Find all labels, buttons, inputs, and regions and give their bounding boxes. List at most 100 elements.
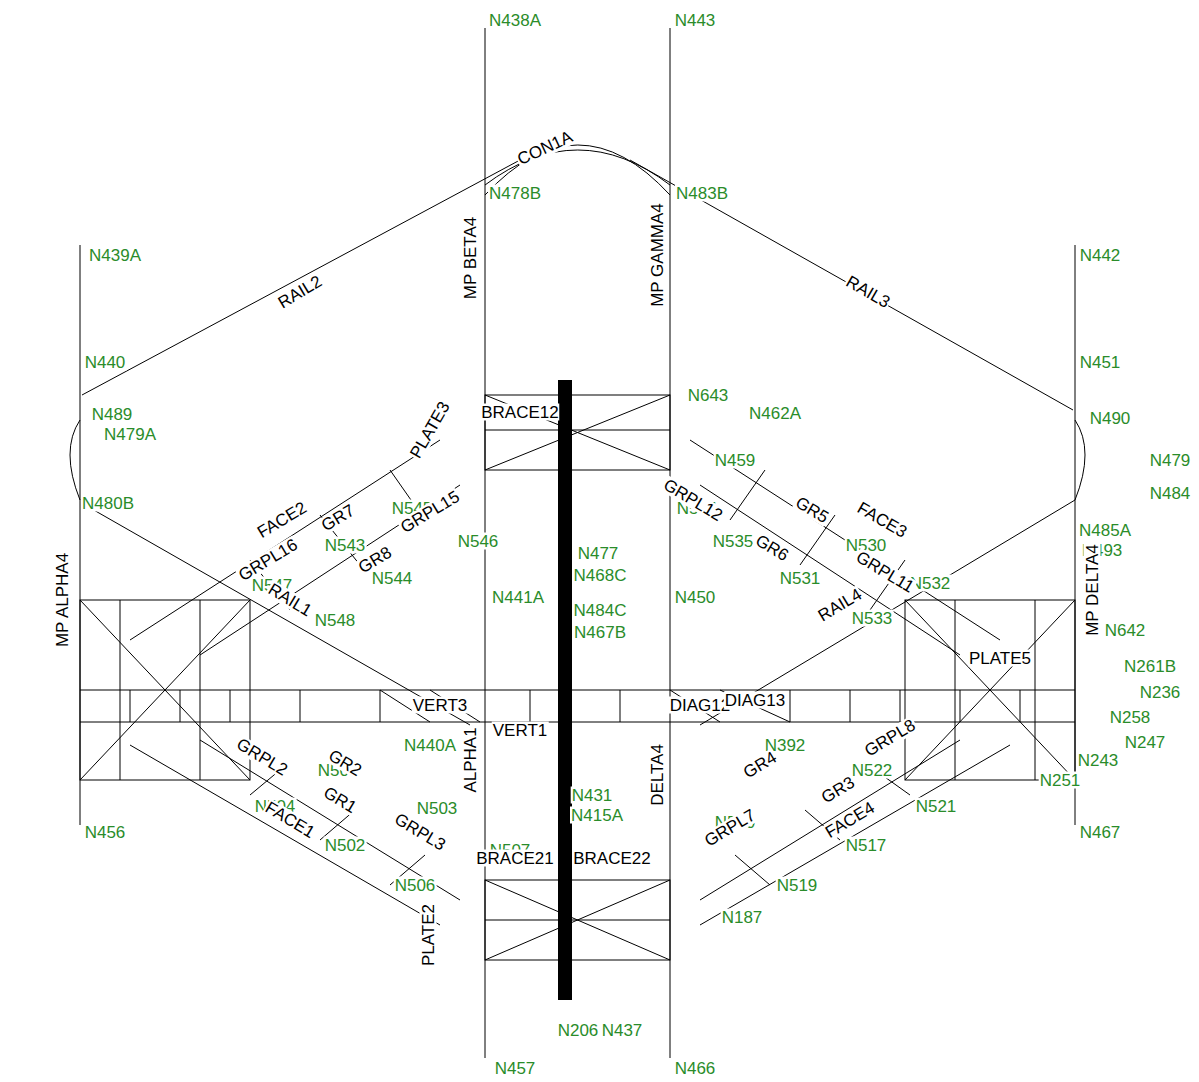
node-label: N502: [324, 837, 367, 854]
structural-member: [700, 500, 1075, 725]
node-label: N468C: [573, 567, 628, 584]
node-label: N478B: [488, 185, 542, 202]
structural-member: [730, 470, 765, 520]
structural-member: [850, 690, 851, 722]
node-label: N451: [1079, 354, 1122, 371]
node-label: N544: [371, 570, 414, 587]
frame-member: [80, 600, 250, 780]
node-label: N480B: [81, 495, 135, 512]
member-label: FACE2: [254, 498, 311, 541]
member-label: PLATE5: [968, 650, 1032, 667]
node-label: N485A: [1078, 522, 1132, 539]
member-label: PLATE3: [407, 398, 454, 462]
member-label: ALPHA1: [462, 726, 479, 793]
frame-member: [485, 880, 670, 960]
structural-member: [130, 690, 131, 722]
member-label: CON1A: [514, 127, 576, 168]
structural-member: [300, 690, 301, 722]
node-label: N533: [851, 610, 894, 627]
member-label: BRACE22: [572, 850, 651, 867]
structural-member: [70, 28, 1085, 1058]
structural-member: [700, 485, 960, 655]
structural-member: [790, 690, 791, 722]
structural-member: [80, 600, 250, 780]
node-label: N642: [1104, 622, 1147, 639]
member-label: GRPL2: [233, 735, 291, 779]
structural-member: [900, 690, 901, 722]
structural-member: [630, 160, 1073, 410]
node-label: N467B: [573, 624, 627, 641]
member-label: BRACE21: [475, 850, 554, 867]
structural-member: [380, 690, 381, 722]
node-label: N503: [416, 800, 459, 817]
node-label: N187: [721, 909, 764, 926]
node-label: N489: [91, 406, 134, 423]
structural-member: [700, 740, 960, 900]
node-label: N439A: [88, 247, 142, 264]
structural-member: [700, 745, 1010, 925]
node-label: N206: [557, 1022, 600, 1039]
node-label: N459: [714, 452, 757, 469]
structural-member: [1020, 690, 1021, 722]
structural-member: [130, 440, 440, 640]
node-label: N517: [845, 837, 888, 854]
frame-member: [558, 380, 572, 1000]
structural-member: [80, 600, 250, 780]
node-label: N431: [571, 787, 614, 804]
member-label: GR3: [818, 773, 858, 807]
node-label: N450: [674, 589, 717, 606]
structural-member: [720, 690, 790, 722]
node-label: N415A: [570, 807, 624, 824]
structural-member: [485, 880, 670, 960]
node-label: N643: [687, 387, 730, 404]
structural-member: [80, 722, 1075, 723]
node-label: N440: [84, 354, 127, 371]
structural-member: [82, 160, 520, 395]
member-label: GR1: [320, 783, 360, 817]
structural-member: [1075, 420, 1085, 500]
node-label: N467: [1079, 824, 1122, 841]
node-label: N251: [1039, 772, 1082, 789]
structural-member: [230, 690, 231, 722]
node-label: N462A: [748, 405, 802, 422]
structural-member: [485, 430, 670, 431]
node-label: N479A: [103, 426, 157, 443]
node-label: N522: [851, 762, 894, 779]
structural-member: [80, 690, 1075, 691]
structural-member: [690, 440, 1000, 640]
structural-member: [735, 855, 770, 885]
member-label: BRACE12: [480, 404, 559, 421]
node-label: N531: [779, 570, 822, 587]
node-label: N440A: [403, 737, 457, 754]
node-label: N236: [1139, 684, 1182, 701]
node-label: N438A: [488, 12, 542, 29]
structural-member: [530, 690, 531, 722]
member-label: VERT3: [412, 697, 469, 714]
member-label: MP DELTA4: [1084, 543, 1101, 637]
node-label: N258: [1109, 709, 1152, 726]
frame-member: [905, 600, 1075, 780]
structural-member: [120, 600, 121, 780]
node-label: N477: [577, 545, 620, 562]
member-label: GR4: [740, 748, 780, 782]
member-label: DELTA4: [649, 743, 666, 807]
member-label: RAIL3: [842, 272, 893, 311]
structural-member: [905, 600, 1075, 780]
node-label: N457: [494, 1060, 537, 1077]
structural-member: [485, 920, 670, 921]
member-label: MP GAMMA4: [649, 202, 666, 308]
member-label: MP BETA4: [462, 216, 479, 301]
node-label: N484: [1149, 485, 1192, 502]
structural-member: [70, 420, 80, 500]
structural-member: [200, 600, 201, 780]
structural-member: [485, 150, 670, 185]
member-label: GR5: [792, 493, 832, 527]
structural-member: [85, 505, 470, 725]
member-label: VERT1: [492, 722, 549, 739]
structural-member: [485, 880, 670, 960]
node-label: N247: [1124, 734, 1167, 751]
node-label: N243: [1077, 752, 1120, 769]
structural-member: [620, 690, 621, 722]
node-label: N479: [1149, 452, 1192, 469]
